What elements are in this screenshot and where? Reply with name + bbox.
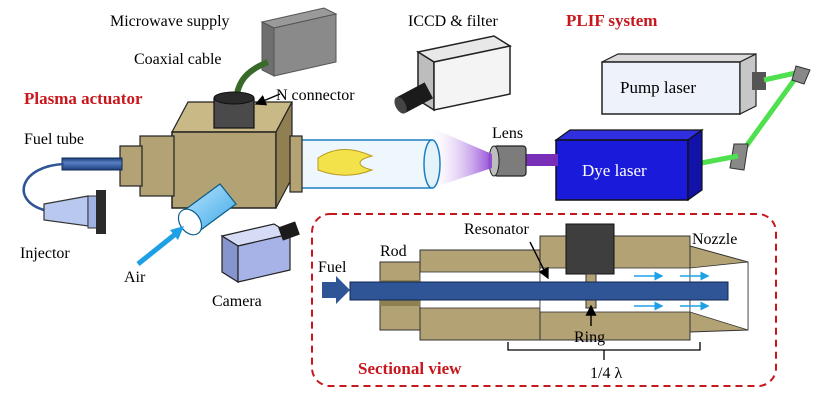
- mirror-bottom: [729, 143, 749, 171]
- laser-sheet: [432, 128, 492, 188]
- sectional-view-frame: [311, 213, 777, 387]
- microwave-supply-box: [260, 7, 338, 77]
- pump-laser: [601, 53, 766, 115]
- lens: [488, 145, 527, 177]
- pump-beam-in: [695, 153, 739, 167]
- plasma-actuator-body: [119, 91, 303, 209]
- fuel-arrow: [322, 276, 350, 304]
- sectional-body: [349, 223, 749, 341]
- resonator-arrow: [529, 241, 549, 280]
- camera: [220, 221, 300, 284]
- flow-arrows: [634, 271, 710, 311]
- iccd-camera: [394, 35, 512, 114]
- camera-label: Camera: [212, 293, 262, 310]
- fuel-tube: [61, 157, 123, 171]
- lens-label: Lens: [492, 125, 523, 142]
- n-connector-arrow: [254, 93, 281, 106]
- injector: [43, 190, 106, 234]
- rod-label: Rod: [380, 243, 407, 260]
- dye-beam: [524, 154, 558, 166]
- air-arrow: [136, 230, 180, 266]
- microwave-supply-label: Microwave supply: [110, 13, 230, 30]
- injector-label: Injector: [20, 245, 70, 262]
- pump-laser-label: Pump laser: [620, 78, 696, 97]
- ring-label: Ring: [574, 329, 605, 346]
- dye-laser: [554, 128, 704, 202]
- air-arrow-head: [170, 226, 184, 240]
- dye-laser-label: Dye laser: [582, 161, 647, 180]
- fuel-label: Fuel: [318, 259, 347, 276]
- flame: [317, 149, 374, 176]
- quarter-wave-label: 1/4 λ: [590, 365, 622, 382]
- air-label: Air: [124, 269, 146, 286]
- quartz-tube: [297, 139, 441, 189]
- air-inlet: [177, 183, 237, 236]
- sectional-view-label: Sectional view: [358, 359, 462, 378]
- coaxial-cable-label: Coaxial cable: [134, 51, 222, 68]
- resonator-label: Resonator: [464, 221, 530, 238]
- nozzle-label: Nozzle: [692, 231, 737, 248]
- mirror-top: [791, 65, 811, 85]
- plif-system-label: PLIF system: [566, 11, 657, 30]
- iccd-filter-label: ICCD & filter: [408, 13, 498, 30]
- n-connector-label: N connector: [276, 87, 355, 104]
- fuel-line: [22, 162, 65, 212]
- fuel-tube-label: Fuel tube: [24, 131, 84, 148]
- plasma-actuator-label: Plasma actuator: [24, 89, 143, 108]
